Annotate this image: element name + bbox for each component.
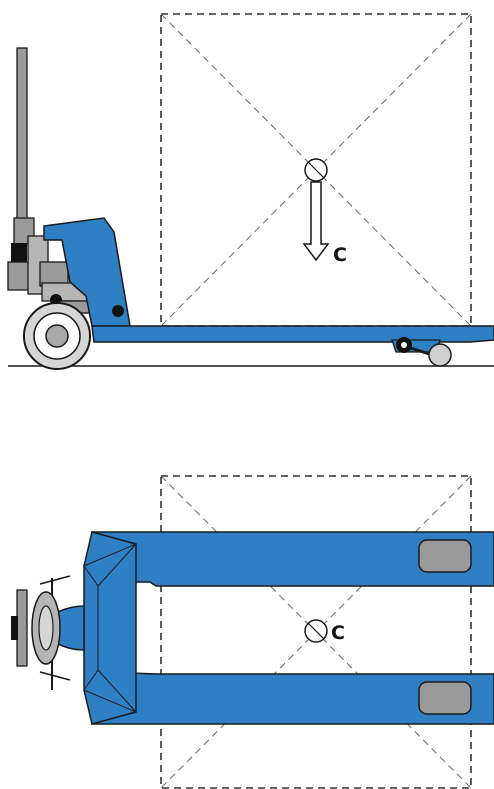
side-chassis xyxy=(43,217,131,327)
side-view: C xyxy=(7,13,494,370)
top-view: C xyxy=(11,475,494,789)
side-fork-rollers xyxy=(396,337,452,367)
top-center-of-gravity-marker xyxy=(304,619,328,643)
top-center-label: C xyxy=(331,622,345,644)
side-fork xyxy=(91,325,494,353)
top-handle xyxy=(11,589,28,667)
top-steer-wheel xyxy=(31,591,61,665)
top-chassis xyxy=(83,531,137,725)
side-center-label: C xyxy=(333,244,347,266)
side-steer-wheel xyxy=(23,302,91,370)
down-arrow-icon xyxy=(302,181,330,262)
top-forks xyxy=(91,531,494,725)
side-center-of-gravity-marker xyxy=(304,158,328,182)
